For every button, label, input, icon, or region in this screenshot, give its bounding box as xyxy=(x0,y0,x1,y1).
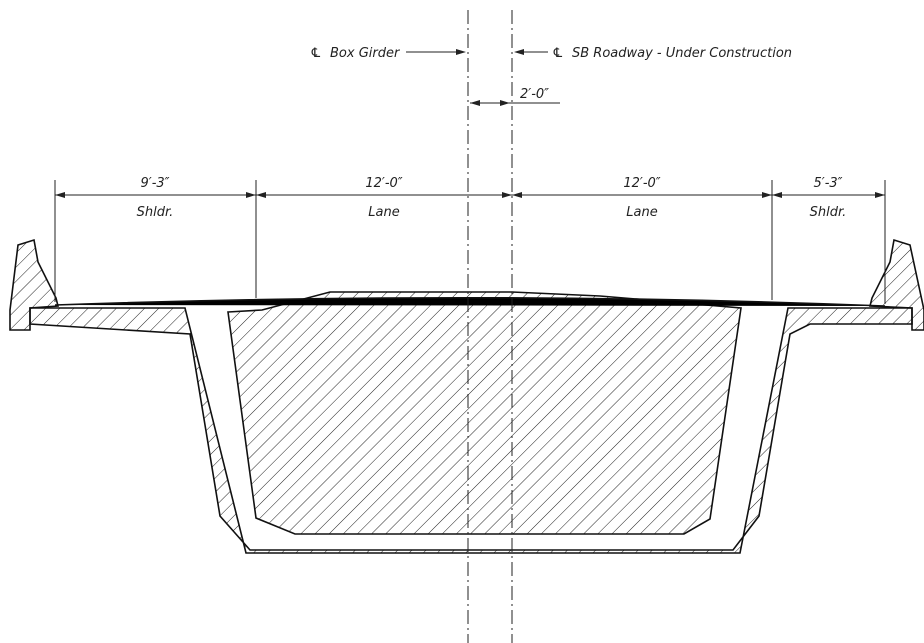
dimension-label: Shldr. xyxy=(810,205,847,220)
right-barrier xyxy=(868,238,924,331)
dim-arrow xyxy=(512,192,522,198)
box-girder-cl-label: Box Girder xyxy=(330,46,401,61)
dim-arrow xyxy=(55,192,65,198)
dimension-value: 5′-3″ xyxy=(813,176,842,191)
dimension-label: Lane xyxy=(626,205,657,220)
offset-arrow-right xyxy=(500,100,510,106)
dimension-value: 9′-3″ xyxy=(140,176,169,191)
dim-arrow xyxy=(772,192,782,198)
box-girder-leader-arrow xyxy=(456,49,466,55)
offset-arrow-left xyxy=(470,100,480,106)
roadway-cl-symbol: ℄ xyxy=(552,46,564,61)
deck-surface xyxy=(54,296,886,307)
dimension-label: Shldr. xyxy=(137,205,174,220)
dimension-value: 12′-0″ xyxy=(365,176,402,191)
dim-arrow xyxy=(762,192,772,198)
dim-arrow xyxy=(875,192,885,198)
dimension-label: Lane xyxy=(368,205,399,220)
dimension-value: 12′-0″ xyxy=(623,176,660,191)
roadway-cl-label: SB Roadway - Under Construction xyxy=(572,46,792,61)
box-girder-section xyxy=(29,291,913,554)
dim-arrow xyxy=(256,192,266,198)
roadway-leader-arrow xyxy=(514,49,524,55)
dim-arrow xyxy=(246,192,256,198)
left-barrier xyxy=(9,238,60,331)
dim-arrow xyxy=(502,192,512,198)
box-girder-cl-symbol: ℄ xyxy=(310,46,322,61)
offset-dimension-value: 2′-0″ xyxy=(520,87,549,102)
